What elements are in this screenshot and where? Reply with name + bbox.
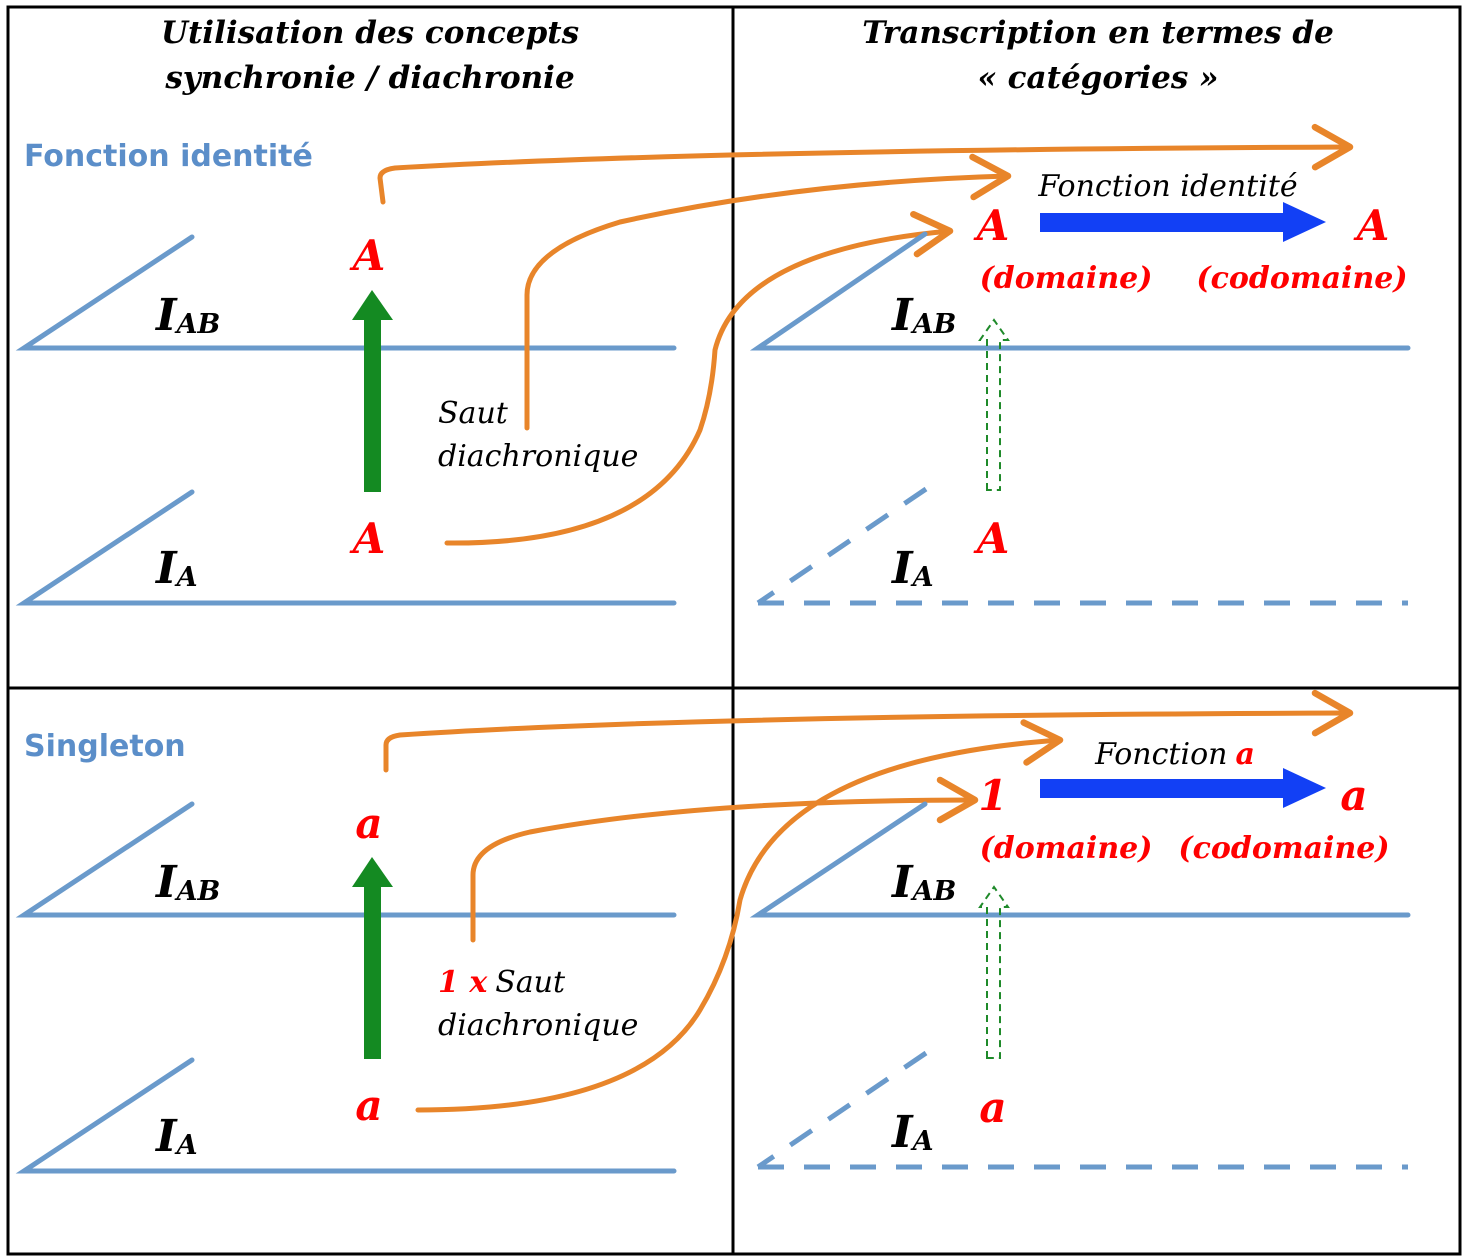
link-lower-to-domain [444,210,954,546]
header-right: Transcription en termes de « catégories … [862,15,1334,96]
codomain-label: (codomaine) [1196,261,1407,296]
left-lower-set-label: IA [154,543,198,594]
section-identity: Fonction identité IAB IA A A Saut diachr… [15,123,1411,606]
right-upper-set-axes-2 [749,801,1411,918]
right-upper-set-label-2: IAB [890,857,956,908]
dotted-synchronic-arrow-2 [978,885,1010,1059]
link-jump-to-function-label [524,153,1012,431]
header-left: Utilisation des concepts synchronie / di… [161,15,579,96]
domain-label-2: (domaine) [980,831,1153,866]
section-title-singleton: Singleton [24,729,186,764]
header-right-line2: « catégories » [978,60,1219,96]
left-upper-set-label-2: IAB [154,857,220,908]
header-left-line2: synchronie / diachronie [164,60,574,96]
left-upper-set-axes-2 [15,801,677,918]
link-lower-to-function-label-2 [415,719,1064,1113]
right-lower-element: A [973,514,1010,563]
left-upper-element: A [349,231,386,280]
domain-element-2: 1 [978,771,1007,820]
right-lower-element-2: a [979,1083,1006,1132]
left-lower-element: A [349,514,386,563]
domain-label: (domaine) [980,261,1153,296]
synchronic-arrow [352,290,393,492]
left-lower-element-2: a [355,1081,382,1130]
right-lower-set-label-2: IA [890,1107,934,1158]
link-upper-to-codomain [377,123,1354,205]
function-arrow [1040,202,1326,242]
synchronic-arrow-2 [352,857,393,1059]
left-upper-set-label: IAB [154,290,220,341]
left-lower-set-label-2: IA [154,1111,198,1162]
jump-note-line2-2: diachronique [438,1008,638,1043]
right-lower-set-axes [756,486,1408,606]
right-upper-set-axes [749,231,1411,351]
left-upper-element-2: a [355,799,382,848]
link-upper-to-codomain-2 [383,689,1354,773]
domain-element: A [973,201,1010,250]
jump-note-line1: Saut [438,396,509,431]
codomain-element: A [1353,201,1390,250]
codomain-label-2: (codomaine) [1178,831,1389,866]
header-right-line1: Transcription en termes de [862,15,1334,51]
table-grid [6,5,1462,1256]
right-upper-set-label: IAB [890,290,956,341]
dotted-synchronic-arrow [978,318,1010,491]
header-left-line1: Utilisation des concepts [161,15,579,51]
section-title-identity: Fonction identité [24,139,313,174]
function-label: Fonction identité [1037,169,1297,204]
left-lower-set-axes [15,489,677,606]
function-arrow-2 [1040,768,1326,808]
jump-note-line2: diachronique [438,439,638,474]
right-lower-set-label: IA [890,543,934,594]
left-upper-set-axes [15,234,677,351]
codomain-element-2: a [1340,771,1367,820]
link-jump-to-domain-2 [470,776,979,943]
right-lower-set-axes-2 [756,1050,1408,1170]
left-lower-set-axes-2 [15,1057,677,1174]
